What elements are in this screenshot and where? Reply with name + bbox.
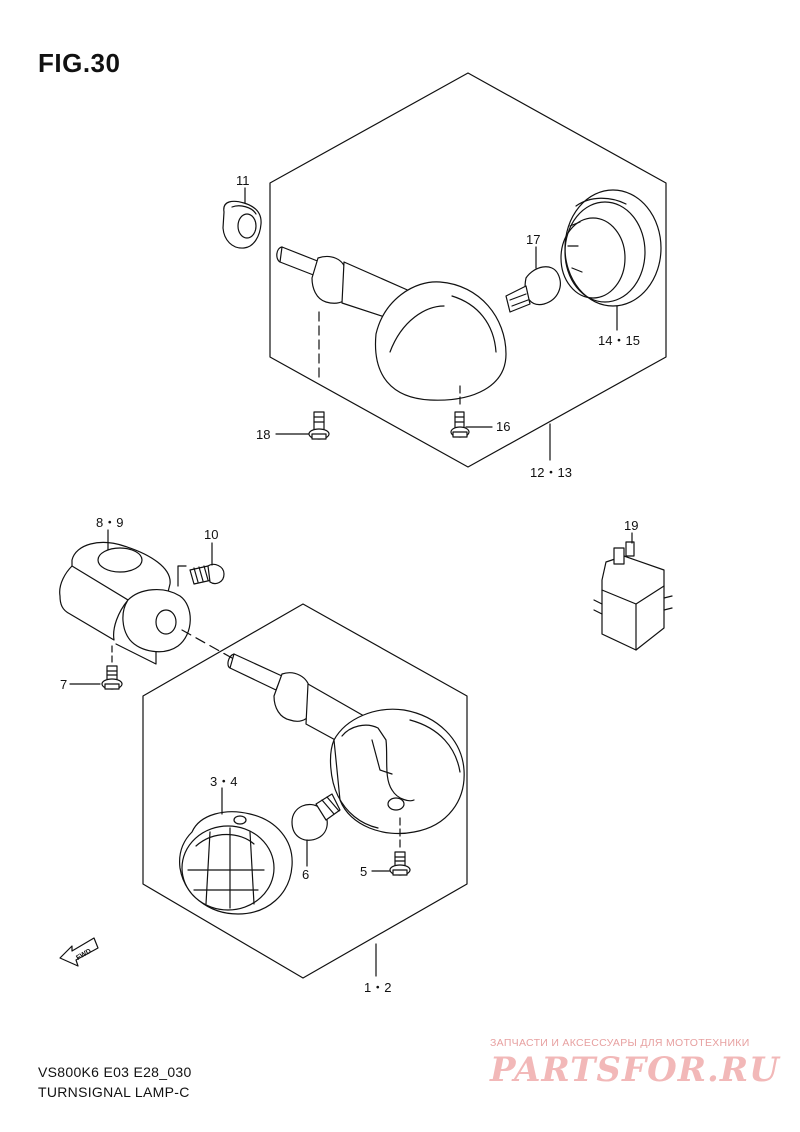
fwd-arrow-icon: FWD (59, 937, 99, 967)
watermark-tagline: ЗАПЧАСТИ И АКСЕССУАРЫ ДЛЯ МОТОТЕХНИКИ (490, 1037, 750, 1049)
bracket-part-8-9[interactable] (59, 541, 191, 653)
lens-part-3-4[interactable] (179, 811, 293, 915)
screw-part-16[interactable] (450, 411, 470, 438)
bolt-part-10[interactable] (189, 563, 225, 585)
callout-18: 18 (256, 427, 271, 442)
upper-assembly-boundary (269, 72, 667, 468)
callout-16: 16 (496, 419, 511, 434)
screw-part-5[interactable] (389, 851, 411, 876)
callout-8-9: 8・9 (96, 515, 124, 530)
watermark-logo: PARTSFOR.RU (490, 1050, 780, 1090)
grommet-part-11[interactable] (222, 200, 262, 249)
turn-signal-housing-lower[interactable] (227, 653, 465, 835)
callout-17: 17 (526, 232, 541, 247)
callout-6: 6 (302, 867, 310, 882)
section-name: TURNSIGNAL LAMP-C (38, 1084, 190, 1100)
relay-part-19[interactable] (593, 541, 673, 651)
callout-1-2: 1・2 (364, 980, 392, 995)
figure-title: FIG.30 (38, 48, 121, 78)
callout-12-13: 12・13 (530, 465, 572, 480)
lower-assembly-boundary (142, 603, 468, 979)
screw-part-7[interactable] (101, 665, 123, 690)
assembly-axis-lower (181, 629, 233, 659)
callout-5: 5 (360, 864, 368, 879)
callout-10: 10 (204, 527, 219, 542)
bulb-part-17[interactable] (505, 266, 561, 313)
bulb-part-6[interactable] (291, 793, 341, 841)
model-code: VS800K6 E03 E28_030 (38, 1064, 192, 1080)
screw-part-18[interactable] (308, 411, 330, 440)
callout-19: 19 (624, 518, 639, 533)
callout-11: 11 (236, 173, 250, 188)
lens-part-14-15[interactable] (560, 189, 662, 307)
callout-14-15: 14・15 (598, 333, 640, 348)
bracket-bolt-guide (177, 565, 187, 587)
callout-7: 7 (60, 677, 68, 692)
bracket-screw-guide (115, 643, 157, 665)
callout-3-4: 3・4 (210, 774, 238, 789)
turn-signal-body-upper[interactable] (276, 246, 507, 401)
